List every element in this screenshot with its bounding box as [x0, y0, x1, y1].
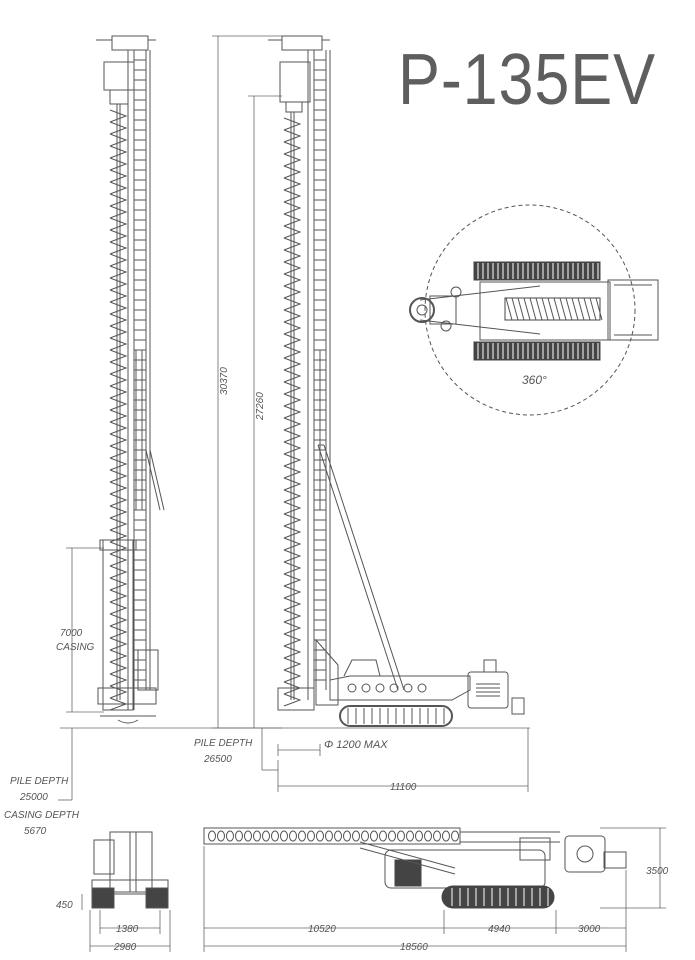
diameter-label: Φ 1200 MAX: [324, 739, 388, 751]
pile-depth-left-label: PILE DEPTH: [10, 776, 69, 787]
dim-reach: 11100: [390, 782, 417, 793]
front-transport-view: [91, 831, 169, 909]
dim-height-mast: 27260: [255, 392, 266, 421]
dim-height-total: 30370: [219, 367, 230, 395]
dim-clearance: 450: [56, 900, 73, 911]
model-title: P-135EV: [398, 40, 656, 120]
dim-length-a: 10520: [308, 924, 336, 935]
casing-depth-label: CASING DEPTH: [4, 810, 80, 821]
top-view-rig: [409, 204, 659, 416]
dim-width: 2980: [113, 942, 137, 953]
casing-depth-value: 5670: [24, 826, 47, 837]
dim-casing-length: 7000: [60, 628, 83, 639]
dim-length-b: 4940: [488, 924, 511, 935]
dim-transport-height: 3500: [646, 866, 669, 877]
pile-depth-right-value: 26500: [203, 754, 232, 765]
dimension-lines: [58, 35, 666, 952]
rotation-label: 360°: [522, 373, 547, 387]
dim-length-total: 18560: [400, 942, 428, 953]
pile-depth-right-label: PILE DEPTH: [194, 738, 253, 749]
casing-label: CASING: [56, 642, 95, 653]
transport-view: [203, 827, 627, 909]
front-view-rig: [96, 35, 165, 724]
dim-length-c: 3000: [578, 924, 601, 935]
side-view-rig: [268, 35, 525, 727]
pile-depth-left-value: 25000: [19, 792, 48, 803]
dim-track-gauge: 1380: [116, 924, 139, 935]
